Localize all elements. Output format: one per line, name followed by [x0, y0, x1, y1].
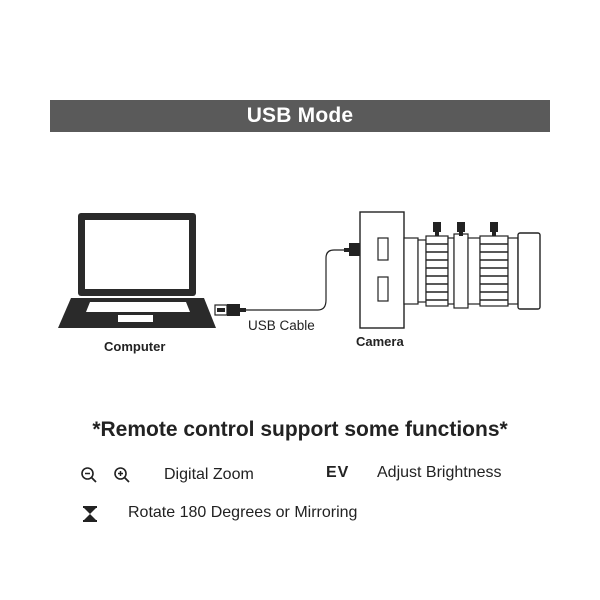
- digital-zoom-label: Digital Zoom: [164, 466, 254, 483]
- camera-label: Camera: [356, 334, 404, 349]
- hourglass-icon: [83, 506, 97, 522]
- laptop-illustration: [58, 213, 216, 328]
- banner-title: USB Mode: [246, 104, 354, 127]
- rotate-mirroring-label: Rotate 180 Degrees or Mirroring: [128, 504, 358, 521]
- computer-label: Computer: [104, 339, 166, 354]
- usb-cable-label: USB Cable: [248, 318, 315, 333]
- usb-cable-line: [246, 249, 344, 311]
- zoom-out-icon: [81, 467, 97, 483]
- header-banner: USB Mode: [50, 100, 550, 132]
- adjust-brightness-label: Adjust Brightness: [377, 464, 502, 481]
- camera-illustration: [359, 211, 541, 329]
- zoom-in-icon: [114, 467, 130, 483]
- remote-control-note: *Remote control support some functions*: [92, 418, 508, 441]
- ev-icon: EV: [326, 464, 350, 481]
- usb-plug-computer: [214, 304, 246, 316]
